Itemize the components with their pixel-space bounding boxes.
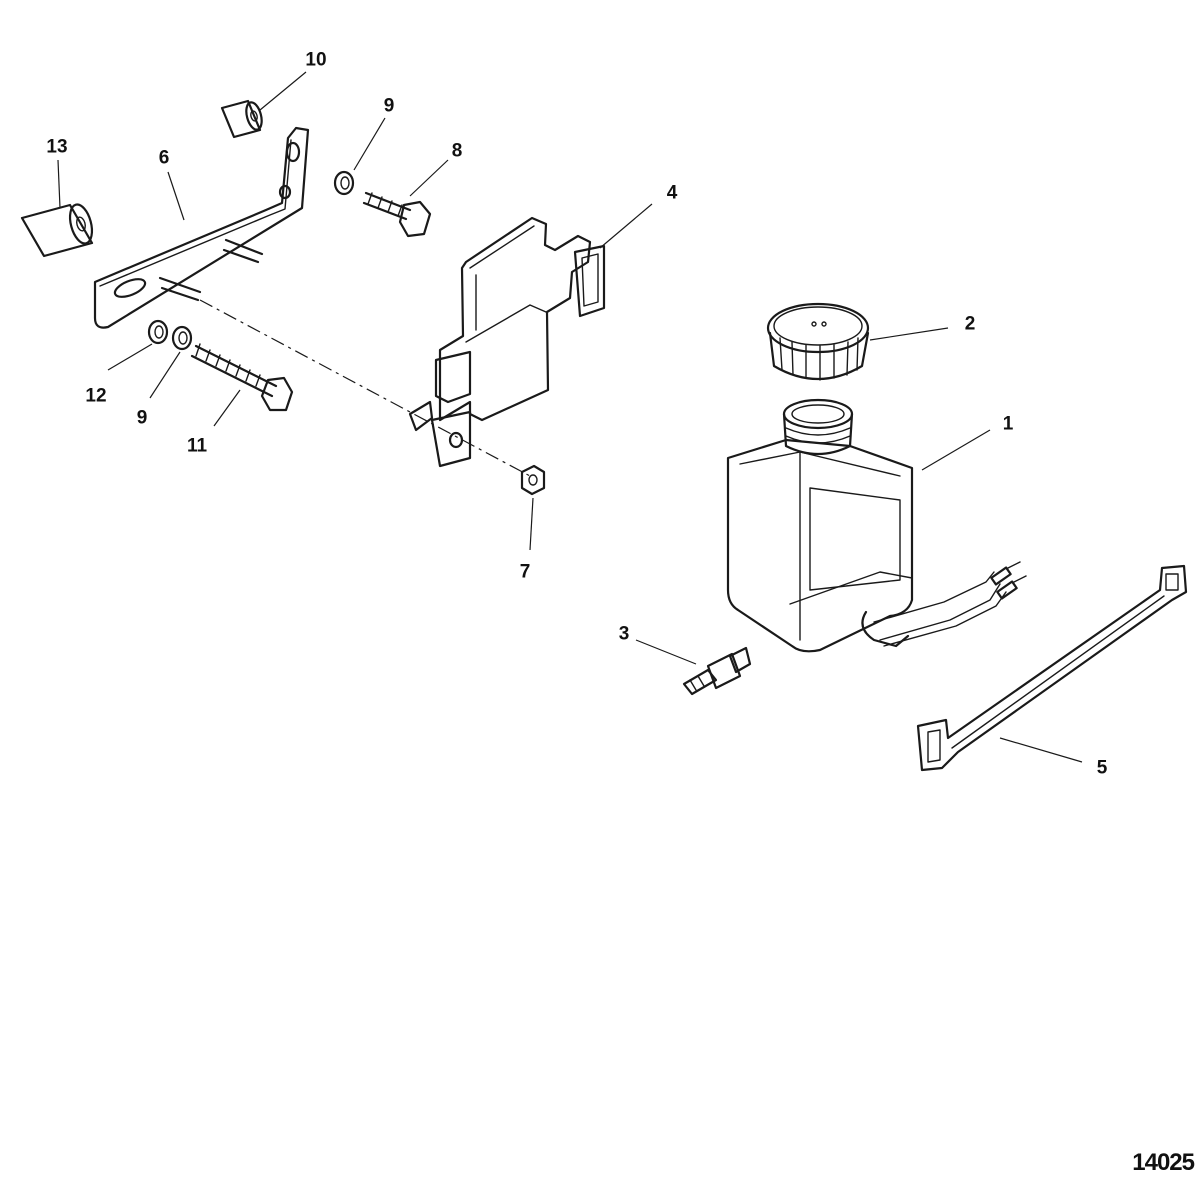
alignment-line <box>199 299 531 477</box>
callout-7: 7 <box>519 561 531 583</box>
callout-5: 5 <box>1096 757 1108 779</box>
part-7-nut <box>520 464 546 496</box>
part-9-lock-washer-lower <box>171 325 193 351</box>
part-10-spacer <box>220 99 263 139</box>
part-6-mounting-plate <box>93 126 310 329</box>
part-5-strap <box>916 564 1188 772</box>
callout-9-lower: 9 <box>136 407 148 429</box>
callout-6: 6 <box>158 147 170 169</box>
part-8-bolt <box>362 191 432 238</box>
part-9-lock-washer-upper <box>333 170 355 196</box>
part-4-bracket <box>408 216 606 468</box>
part-13-spacer <box>20 203 94 258</box>
part-1-reservoir <box>726 398 914 653</box>
figure-number: 14025 <box>1132 1149 1195 1176</box>
part-12-washer <box>147 319 169 345</box>
callout-3: 3 <box>618 623 630 645</box>
part-3-fitting <box>682 646 752 696</box>
callout-13: 13 <box>46 136 68 158</box>
callout-9-upper: 9 <box>383 95 395 117</box>
leader-lines <box>57 71 1083 763</box>
part-11-bolt <box>190 343 294 412</box>
callout-11: 11 <box>186 435 208 457</box>
callout-2: 2 <box>964 313 976 335</box>
callout-8: 8 <box>451 140 463 162</box>
callout-4: 4 <box>666 182 678 204</box>
sensor-wires <box>873 561 1027 647</box>
callout-10: 10 <box>305 49 327 71</box>
part-2-cap <box>766 302 870 381</box>
callout-1: 1 <box>1002 413 1014 435</box>
callout-12: 12 <box>85 385 107 407</box>
